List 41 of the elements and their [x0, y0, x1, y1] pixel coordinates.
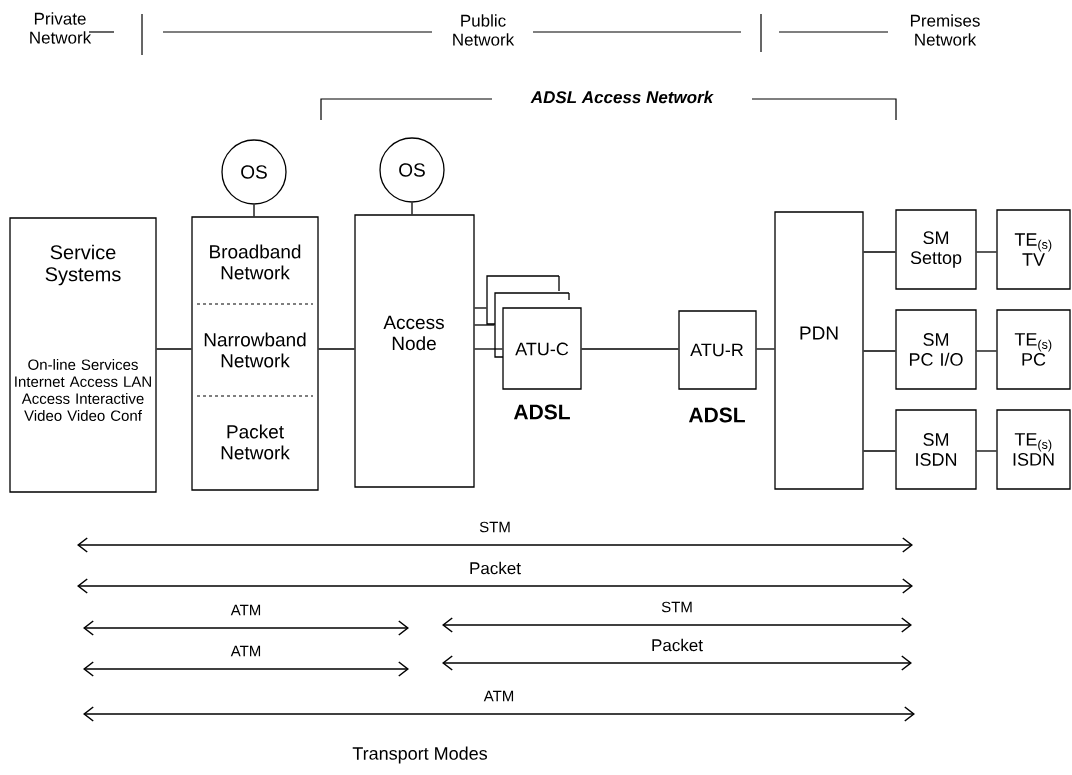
connector-line — [863, 450, 896, 452]
access-node-box: Access Node — [354, 214, 475, 488]
connector-line — [411, 202, 413, 215]
te-box: TE$_{(s)}$ TV — [996, 209, 1071, 290]
adsl-label: ADSL — [513, 404, 570, 420]
connector-line — [318, 348, 355, 350]
title: Transport Modes — [352, 746, 488, 764]
te-box: TE$_{(s)}$ ISDN — [996, 409, 1071, 490]
connector-line — [474, 348, 503, 350]
mode-label: ATM — [483, 690, 514, 702]
adsl-label: ADSL — [688, 407, 745, 423]
connector-line — [863, 350, 896, 352]
connector-line — [976, 350, 997, 352]
connector-line — [156, 348, 192, 350]
mode-label: ATM — [230, 645, 261, 657]
sm-box: SM ISDN — [895, 409, 977, 490]
connector-line — [253, 204, 255, 217]
connector-line — [976, 251, 997, 253]
network-box: Broadband Network Narrowband Network Packet Network — [191, 216, 319, 491]
connector-line — [474, 324, 495, 326]
connector-line — [863, 251, 896, 253]
atu-box: ATU-R — [678, 310, 757, 390]
sm-box: SM PC I/O — [895, 309, 977, 390]
connector-line — [976, 450, 997, 452]
network-heading: Private Network — [30, 12, 92, 44]
connector-line — [474, 307, 487, 309]
te-box: TE$_{(s)}$ PC — [996, 309, 1071, 390]
connector-line — [581, 348, 679, 350]
connector-line — [756, 348, 775, 350]
network-heading: Premises Network — [911, 14, 980, 46]
mode-label: ATM — [230, 604, 261, 616]
bracket-label: ADSL Access Network — [530, 90, 714, 104]
mode-label: Packet — [652, 638, 703, 652]
sm-box: SM Settop — [895, 209, 977, 290]
network-heading: Public Network — [453, 14, 515, 46]
mode-label: STM — [661, 601, 692, 613]
service-box: Service Systems On-line Services Internet Access LAN Access Interactive Video Video Conf — [9, 217, 157, 493]
mode-label: STM — [479, 521, 510, 533]
pdn-box: PDN — [774, 211, 864, 490]
stacked-atu-box: ATU-C — [486, 275, 582, 390]
mode-label: Packet — [470, 561, 521, 575]
